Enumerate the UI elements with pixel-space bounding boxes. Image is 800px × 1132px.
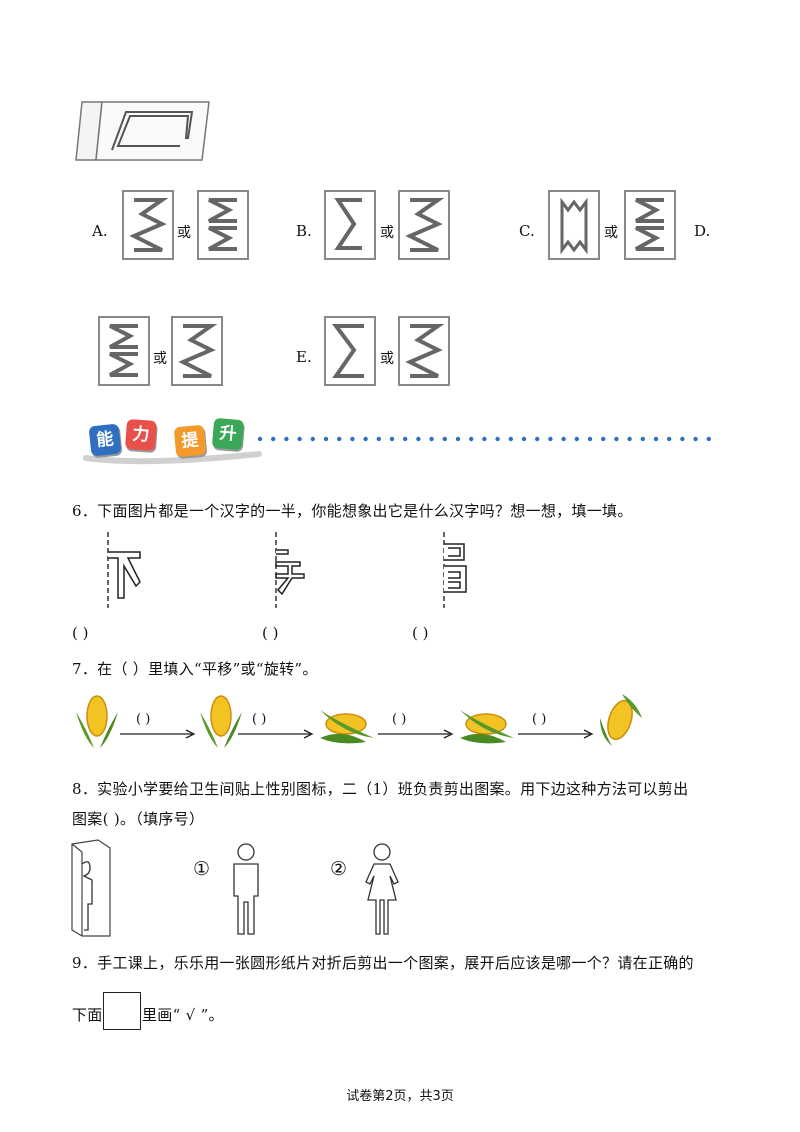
option-a-pattern-1 [122, 190, 174, 260]
male-figure-icon [233, 843, 259, 935]
option-e-or: 或 [380, 351, 394, 367]
option-d-pattern-2 [171, 316, 223, 386]
badge-sheng: 升 [211, 417, 245, 451]
option-c-pattern-1 [548, 190, 600, 260]
q8-option-1-label: ① [193, 858, 211, 880]
option-a-label: A. [92, 222, 108, 240]
option-c-label: C. [519, 222, 535, 240]
q7-blank-4[interactable]: ( ) [532, 712, 547, 727]
option-a-or: 或 [177, 225, 191, 241]
arrow-2 [238, 729, 314, 739]
option-e-label: E. [296, 348, 312, 366]
q8-option-2-label: ② [330, 858, 348, 880]
q6-blank-2[interactable]: ( ) [262, 624, 279, 642]
q7-blank-2[interactable]: ( ) [252, 712, 267, 727]
q9-line2-before: 下面 [72, 1006, 103, 1024]
q8-question-line1: 8．实验小学要给卫生间贴上性别图标，二（1）班负责剪出图案。用下边这种方法可以剪… [72, 780, 689, 798]
arrow-3 [378, 729, 454, 739]
q7-question: 7．在（ ）里填入“平移”或“旋转”。 [72, 660, 318, 678]
q6-question: 6．下面图片都是一个汉字的一半，你能想象出它是什么汉字吗？想一想，填一填。 [72, 502, 633, 520]
corn-icon-5 [600, 694, 642, 746]
corn-icon-4 [460, 710, 514, 744]
option-d-label: D. [694, 222, 711, 240]
q6-blank-1[interactable]: ( ) [72, 624, 89, 642]
option-c-pattern-2 [624, 190, 676, 260]
q9-question-line1: 9．手工课上，乐乐用一张圆形纸片对折后剪出一个图案，展开后应该是哪一个？请在正确… [72, 954, 694, 972]
corn-icon-2 [200, 695, 242, 748]
q6-blank-3[interactable]: ( ) [412, 624, 429, 642]
badge-ti: 提 [173, 424, 207, 458]
half-character-2 [275, 532, 305, 608]
badge-li: 力 [124, 418, 158, 452]
q9-line2-after: 里画“ √ ”。 [142, 1006, 224, 1024]
q7-blank-1[interactable]: ( ) [136, 712, 151, 727]
corn-icon-1 [76, 695, 118, 748]
option-d-or: 或 [153, 351, 167, 367]
badge-neng: 能 [88, 423, 122, 457]
half-character-3 [443, 532, 467, 608]
folded-paper-cut-figure [71, 839, 111, 937]
folded-paper-figure [75, 101, 210, 161]
option-b-pattern-1 [324, 190, 376, 260]
q9-answer-box[interactable] [103, 992, 141, 1030]
half-character-1 [107, 532, 141, 608]
q7-blank-3[interactable]: ( ) [392, 712, 407, 727]
page-footer: 试卷第2页，共3页 [346, 1089, 454, 1104]
option-e-pattern-2 [398, 316, 450, 386]
arrow-4 [518, 729, 594, 739]
q8-question-line2: 图案( )。（填序号） [72, 810, 205, 828]
option-d-pattern-1 [98, 316, 150, 386]
option-c-or: 或 [604, 225, 618, 241]
arrow-1 [120, 729, 196, 739]
female-figure-icon [365, 843, 399, 935]
section-dotted-line [257, 436, 711, 442]
corn-icon-3 [320, 710, 374, 744]
section-underline-swoosh [83, 451, 262, 465]
option-a-pattern-2 [197, 190, 249, 260]
option-b-label: B. [296, 222, 312, 240]
option-b-pattern-2 [398, 190, 450, 260]
option-b-or: 或 [380, 225, 394, 241]
option-e-pattern-1 [324, 316, 376, 386]
